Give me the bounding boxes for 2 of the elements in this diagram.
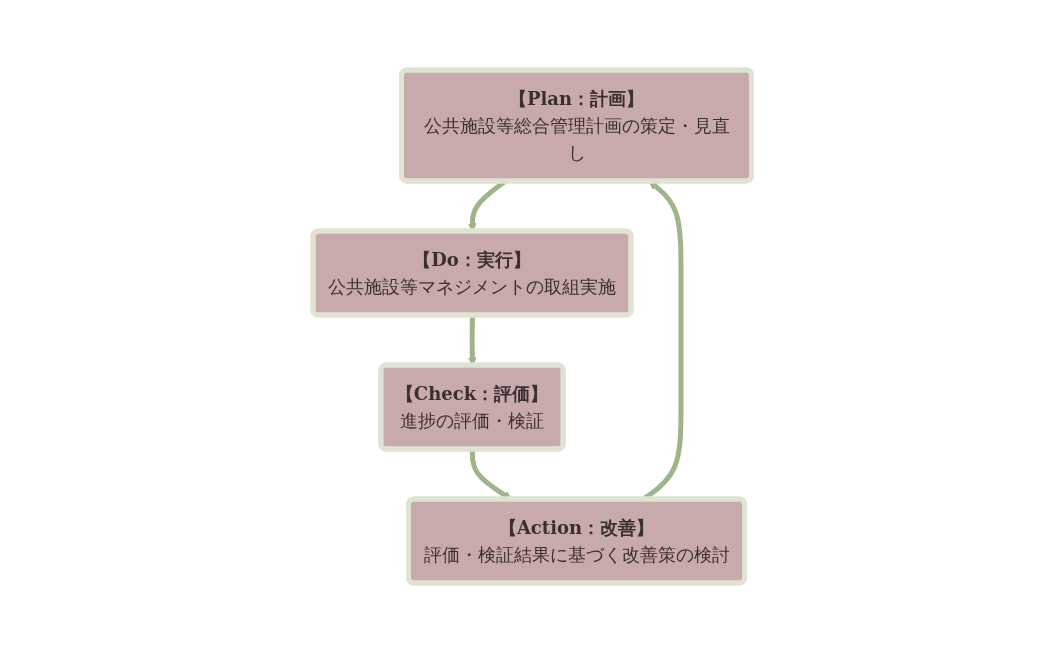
arrow <box>469 449 512 500</box>
arrow <box>467 315 477 366</box>
